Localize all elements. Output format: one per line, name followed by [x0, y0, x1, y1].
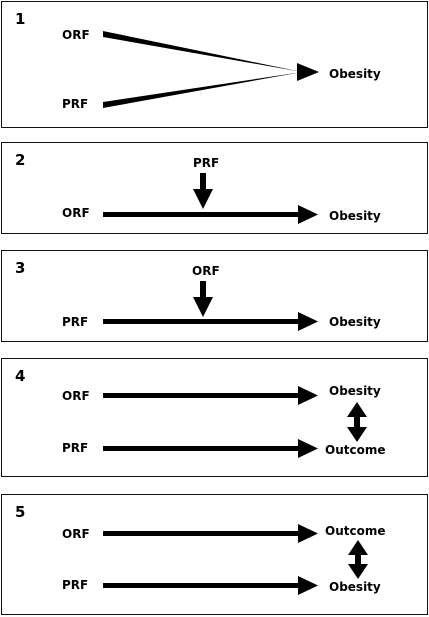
parallel-arrows	[103, 524, 368, 595]
panel-1: 1 ORF PRF Obesity	[1, 1, 428, 128]
node-orf: ORF	[62, 389, 90, 403]
panel-number: 4	[15, 367, 26, 385]
arrow-head-top	[298, 524, 318, 543]
panel-5: 5 ORF Outcome PRF Obesity	[1, 494, 428, 615]
node-obesity: Obesity	[329, 580, 381, 594]
arrow-shaft-bottom	[103, 446, 302, 451]
node-prf-modifier: PRF	[193, 156, 220, 170]
arrow-head-top	[298, 386, 318, 405]
panel-number: 3	[15, 259, 26, 277]
arrowhead	[297, 63, 319, 81]
arrow-shaft-top	[103, 531, 302, 536]
parallel-arrows	[103, 386, 367, 458]
panel-number: 1	[15, 10, 26, 28]
panel-number: 2	[15, 151, 26, 169]
panel-2: 2 PRF ORF Obesity	[1, 142, 428, 234]
node-outcome: Outcome	[325, 443, 386, 457]
modifier-shaft	[200, 281, 206, 301]
arrow-head	[298, 205, 318, 224]
double-headed-arrow	[348, 540, 368, 579]
converging-arrows	[103, 31, 319, 108]
node-orf: ORF	[62, 206, 90, 220]
node-obesity: Obesity	[329, 384, 381, 398]
node-obesity: Obesity	[329, 315, 381, 329]
panel-3: 3 ORF PRF Obesity	[1, 250, 428, 342]
arrow-shaft	[103, 212, 302, 217]
node-obesity: Obesity	[329, 67, 381, 81]
node-orf-modifier: ORF	[192, 264, 220, 278]
panel-4: 4 ORF Obesity PRF Outcome	[1, 358, 428, 477]
node-prf: PRF	[62, 441, 89, 455]
arrow-prf-to-obesity	[103, 72, 302, 108]
node-orf: ORF	[62, 527, 90, 541]
double-headed-arrow	[347, 402, 367, 442]
arrow-shaft-bottom	[103, 583, 302, 588]
node-prf: PRF	[62, 315, 89, 329]
modifier-head	[193, 189, 213, 209]
node-prf: PRF	[62, 578, 89, 592]
arrow-head	[298, 312, 318, 331]
arrow-head-bottom	[298, 439, 318, 458]
node-orf: ORF	[62, 28, 90, 42]
node-outcome: Outcome	[325, 524, 386, 538]
arrow-head-bottom	[298, 576, 318, 595]
modifier-head	[193, 297, 213, 317]
moderation-arrows	[103, 281, 318, 331]
moderation-arrows	[103, 173, 318, 224]
modifier-shaft	[200, 173, 206, 193]
panel-number: 5	[15, 503, 26, 521]
arrow-shaft	[103, 319, 302, 324]
node-obesity: Obesity	[329, 209, 381, 223]
node-prf: PRF	[62, 97, 89, 111]
arrow-shaft-top	[103, 393, 302, 398]
arrow-orf-to-obesity	[103, 31, 302, 72]
